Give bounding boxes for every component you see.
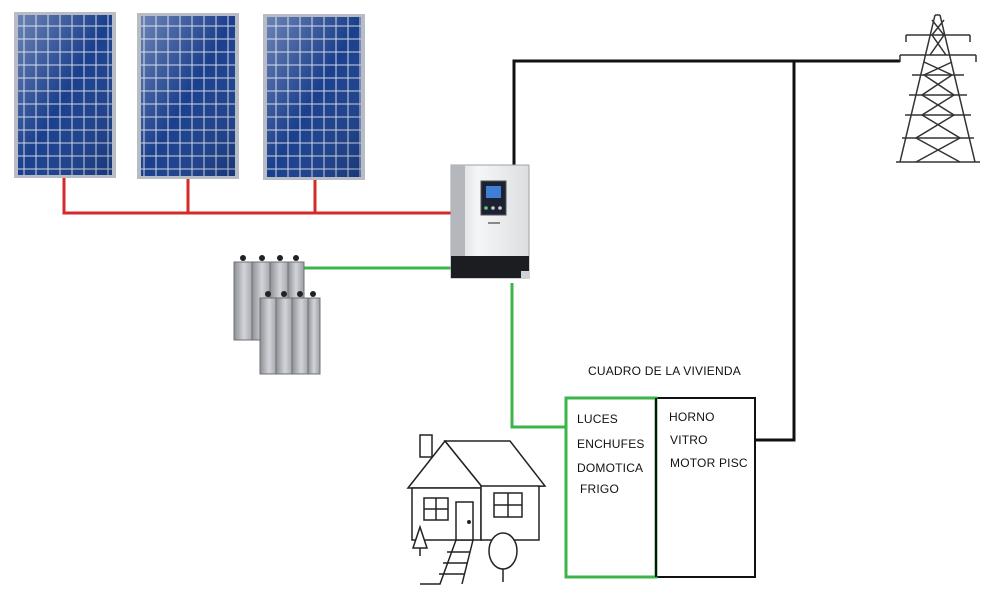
circuit-label-vitro: VITRO: [670, 433, 708, 447]
solar-panel-icon: [137, 13, 239, 179]
house-icon: [406, 434, 547, 585]
solar-panel-icon: [263, 14, 365, 180]
solar-wire: [62, 178, 451, 215]
inverter-icon: [450, 164, 530, 279]
battery-wire: [304, 266, 565, 429]
distribution-panel: [564, 396, 756, 579]
circuit-label-motor-pisc: MOTOR PISC: [670, 456, 748, 470]
circuit-label-luces: LUCES: [577, 412, 619, 426]
circuit-label-frigo: FRIGO: [580, 482, 619, 496]
circuit-label-enchufes: ENCHUFES: [577, 437, 645, 451]
circuit-label-horno: HORNO: [669, 410, 715, 424]
solar-panel-icon: [14, 12, 116, 178]
battery-bank-icon: [233, 255, 321, 375]
panel-title: CUADRO DE LA VIVIENDA: [588, 364, 741, 378]
grid-wire: [512, 59, 900, 442]
power-tower-icon: [896, 14, 980, 163]
circuit-label-domotica: DOMOTICA: [577, 461, 644, 475]
